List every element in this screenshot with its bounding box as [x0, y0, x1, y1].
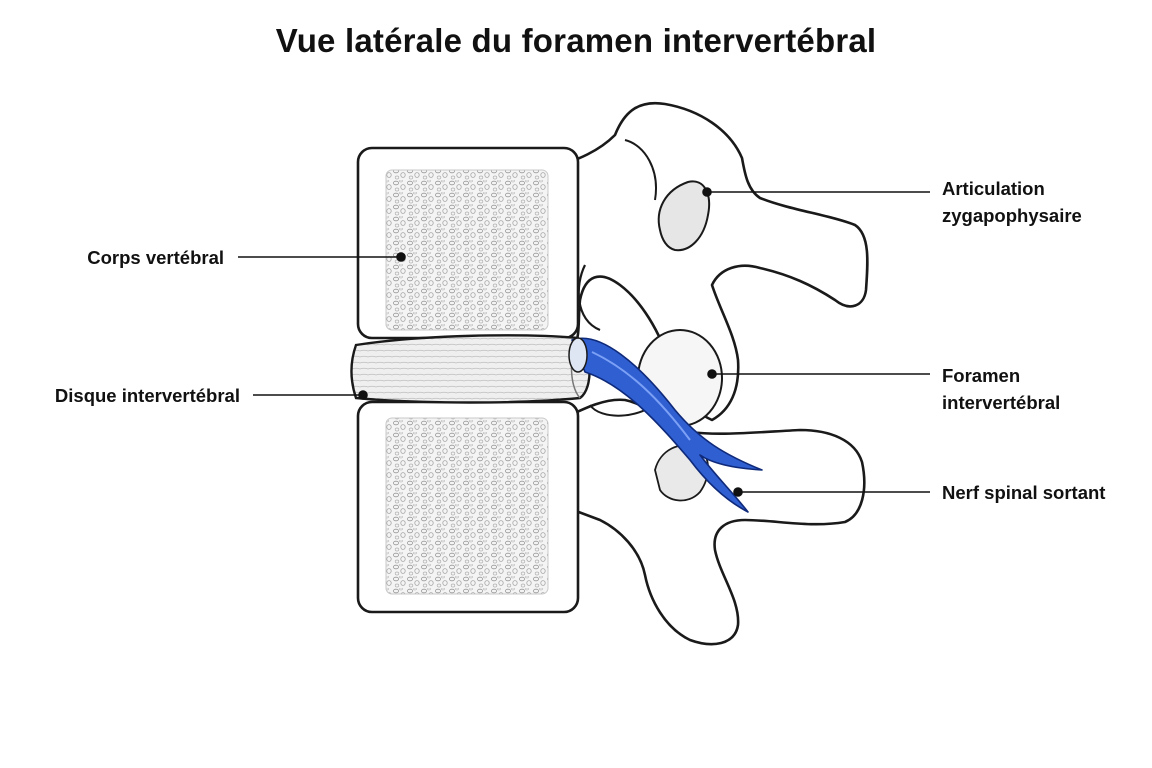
lower-cancellous-bone	[385, 417, 549, 595]
diagram-title: Vue latérale du foramen intervertébral	[275, 22, 877, 59]
label-nerf-spinal: Nerf spinal sortant	[942, 482, 1106, 503]
label-foramen-line1: Foramen	[942, 365, 1021, 386]
facet-joint	[657, 180, 710, 252]
leader-lines	[238, 187, 930, 497]
label-articulation-line1: Articulation	[942, 178, 1045, 199]
upper-cancellous-bone	[385, 169, 549, 331]
label-disque-intervertebral: Disque intervertébral	[54, 385, 240, 406]
spinal-nerve	[568, 337, 763, 513]
label-foramen-line2: intervertébral	[942, 392, 1061, 413]
label-foramen: Foramen intervertébral	[942, 362, 1060, 416]
lower-posterior-arch	[558, 398, 866, 646]
label-corps-vertebral: Corps vertébral	[87, 247, 224, 268]
label-articulation-line2: zygapophysaire	[942, 205, 1082, 226]
label-articulation: Articulation zygapophysaire	[942, 175, 1082, 229]
upper-posterior-arch	[543, 101, 869, 422]
intervertebral-disc	[350, 334, 591, 404]
